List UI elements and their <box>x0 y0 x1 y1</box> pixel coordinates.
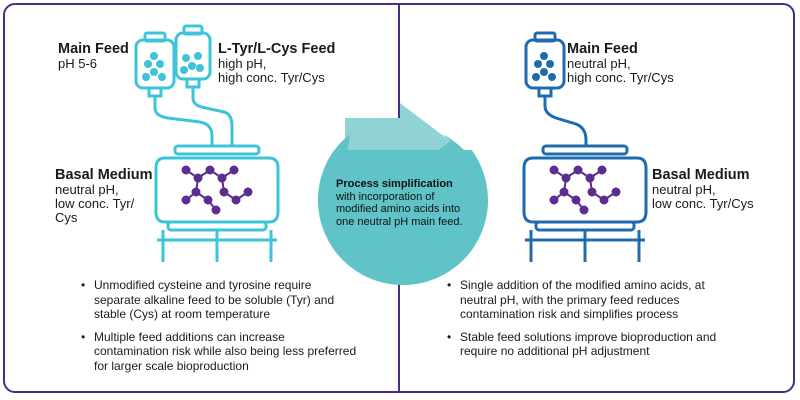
left-main-feed-title: Main Feed <box>58 41 129 57</box>
right-basal-medium-label: Basal Medium neutral pH, low conc. Tyr/C… <box>652 168 754 211</box>
right-main-feed-desc: neutral pH, high conc. Tyr/Cys <box>567 56 674 85</box>
tyr-cys-feed-title: L-Tyr/L-Cys Feed <box>218 41 336 57</box>
left-bullet-list: Unmodified cysteine and tyrosine require… <box>80 278 360 381</box>
tyr-cys-feed-desc: high pH, high conc. Tyr/Cys <box>218 56 325 85</box>
right-basal-medium-title: Basal Medium <box>652 167 750 183</box>
process-simplification-text: Process simplification with incorporatio… <box>336 178 476 228</box>
left-main-feed-label: Main Feed pH 5-6 <box>58 42 129 71</box>
right-main-feed-title: Main Feed <box>567 41 638 57</box>
right-main-feed-label: Main Feed neutral pH, high conc. Tyr/Cys <box>567 42 674 85</box>
right-basal-medium-desc: neutral pH, low conc. Tyr/Cys <box>652 182 754 211</box>
left-bioreactor-icon <box>154 144 280 262</box>
main-feed-bag-dots <box>142 52 166 81</box>
tyr-cys-feed-label: L-Tyr/L-Cys Feed high pH, high conc. Tyr… <box>218 42 335 85</box>
process-circle-shape <box>318 134 488 285</box>
tyr-cys-bag-dots <box>180 52 204 74</box>
left-basal-medium-label: Basal Medium neutral pH, low conc. Tyr/ … <box>55 168 153 225</box>
right-bioreactor-icon <box>522 144 648 262</box>
left-main-feed-desc: pH 5-6 <box>58 56 98 71</box>
process-title: Process simplification <box>336 178 453 190</box>
left-bullet-1: Unmodified cysteine and tyrosine require… <box>80 278 360 322</box>
right-main-feed-bag-dots <box>532 52 556 81</box>
left-basal-medium-desc: neutral pH, low conc. Tyr/ Cys <box>55 182 135 225</box>
right-molecules-icon <box>549 165 621 215</box>
right-bullet-1: Single addition of the modified amino ac… <box>446 278 736 322</box>
left-bullet-2: Multiple feed additions can increase con… <box>80 330 360 374</box>
right-bullet-2: Stable feed solutions improve bioproduct… <box>446 330 736 359</box>
left-molecules-icon <box>181 165 253 215</box>
left-basal-medium-title: Basal Medium <box>55 167 153 183</box>
process-desc: with incorporation of modified amino aci… <box>336 190 463 228</box>
right-bullet-list: Single addition of the modified amino ac… <box>446 278 736 367</box>
